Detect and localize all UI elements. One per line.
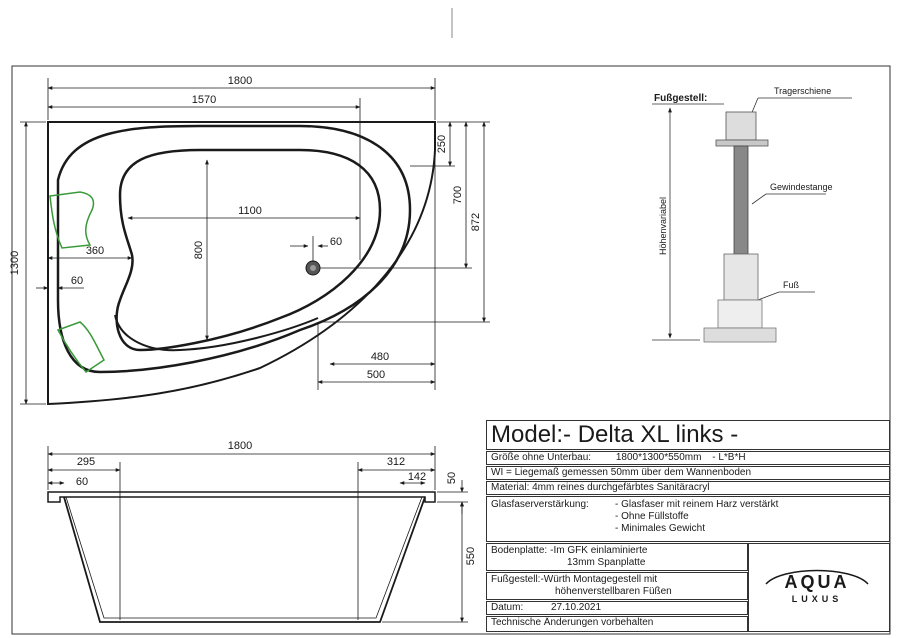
glass-line-2: - Ohne Füllstoffe bbox=[615, 511, 689, 522]
glass-line-1: - Glasfaser mit reinem Harz verstärkt bbox=[615, 499, 779, 510]
side-view-dimensions bbox=[47, 446, 468, 623]
side-view bbox=[47, 491, 436, 623]
title-bottom-row: Bodenplatte:-Im GFK einlaminierte 13mm S… bbox=[486, 543, 748, 571]
dim-700: 700 bbox=[452, 186, 464, 204]
side-dim-total: 1800 bbox=[228, 440, 252, 452]
side-body-outer bbox=[63, 496, 426, 623]
dim-360: 360 bbox=[86, 245, 104, 257]
frame-rod-label: Gewindestange bbox=[770, 182, 833, 192]
title-model-row: Model:- Delta XL links - bbox=[486, 420, 890, 450]
frame-height-variable: Höhenvariabel bbox=[658, 197, 668, 255]
title-date-row: Datum: 27.10.2021 bbox=[486, 601, 748, 615]
side-dim-142: 142 bbox=[408, 471, 426, 483]
glass-label: Glasfaserverstärkung: bbox=[491, 499, 589, 510]
wi-text: WI = Liegemaß gemessen 50mm über dem Wan… bbox=[491, 467, 752, 478]
side-rim bbox=[47, 491, 436, 503]
dim-height: 1300 bbox=[9, 251, 21, 275]
dim-total-width: 1800 bbox=[228, 75, 252, 87]
frame-foot-label: Fuß bbox=[783, 280, 800, 290]
side-body-inner bbox=[65, 496, 423, 619]
size-label: Größe ohne Unterbau: bbox=[491, 452, 592, 463]
drawing-frame bbox=[11, 65, 891, 635]
material-text: Material: 4mm reines durchgefärbtes Sani… bbox=[491, 482, 710, 493]
frame-foot-base bbox=[703, 327, 777, 343]
brand-logo: AQUA LUXUS bbox=[765, 569, 869, 604]
glass-line-3: - Minimales Gewicht bbox=[615, 523, 706, 534]
frame-label: Fußgestell: bbox=[491, 574, 541, 585]
top-view-dim-labels: 1800 1570 1300 250 700 872 1100 800 360 … bbox=[9, 75, 482, 381]
date-value: 27.10.2021 bbox=[551, 602, 602, 613]
frame-foot-upper bbox=[723, 253, 759, 301]
tub-outline bbox=[47, 121, 436, 406]
size-unit: - L*B*H bbox=[712, 452, 746, 463]
logo-main-text: AQUA bbox=[785, 572, 850, 592]
dim-480: 480 bbox=[371, 351, 389, 363]
dim-left-60: 60 bbox=[71, 275, 83, 287]
title-changes-row: Technische Änderungen vorbehalten bbox=[486, 616, 748, 632]
frame-rail-label: Tragerschiene bbox=[774, 86, 831, 96]
frame-foot-lower bbox=[717, 299, 763, 329]
logo-cell bbox=[748, 543, 890, 632]
side-dim-left-60: 60 bbox=[76, 476, 88, 488]
title-wi-row: WI = Liegemaß gemessen 50mm über dem Wan… bbox=[486, 466, 890, 480]
bottom-label: Bodenplatte: bbox=[491, 545, 548, 556]
frame-detail: Fußgestell: Tragerschiene Gewindestange … bbox=[652, 86, 852, 343]
side-dim-50: 50 bbox=[446, 472, 458, 484]
frame-rail-plate bbox=[715, 139, 769, 147]
basin-inner-line bbox=[114, 314, 319, 352]
dim-250: 250 bbox=[436, 135, 448, 153]
dim-500: 500 bbox=[367, 369, 385, 381]
title-frame-row: Fußgestell:-Würth Montagegestell mit höh… bbox=[486, 572, 748, 600]
date-label: Datum: bbox=[491, 602, 524, 613]
tub-rim-inner bbox=[56, 124, 412, 374]
changes-text: Technische Änderungen vorbehalten bbox=[491, 617, 654, 628]
frame-line-1: -Würth Montagegestell mit bbox=[540, 574, 658, 585]
top-view-dimensions bbox=[20, 78, 490, 405]
model-title: Model:- Delta XL links - bbox=[491, 421, 739, 448]
side-view-dim-labels: 1800 295 312 60 142 50 550 bbox=[76, 440, 477, 565]
frame-line-2: höhenverstellbaren Füßen bbox=[555, 586, 672, 597]
bottom-line-1: -Im GFK einlaminierte bbox=[550, 545, 648, 556]
frame-rail-block bbox=[725, 111, 757, 141]
title-size-row: Größe ohne Unterbau: 1800*1300*550mm - L… bbox=[486, 451, 890, 465]
size-value: 1800*1300*550mm bbox=[615, 452, 702, 463]
dim-1100: 1100 bbox=[238, 205, 262, 217]
drain-inner bbox=[310, 265, 316, 271]
title-glass-row: Glasfaserverstärkung: - Glasfaser mit rei… bbox=[486, 496, 890, 542]
title-material-row: Material: 4mm reines durchgefärbtes Sani… bbox=[486, 481, 890, 495]
headrest-lower bbox=[56, 321, 105, 373]
dim-drain-60: 60 bbox=[330, 236, 342, 248]
logo-sub-text: LUXUS bbox=[792, 594, 843, 604]
headrest-upper bbox=[49, 191, 95, 249]
side-dim-312: 312 bbox=[387, 456, 405, 468]
dim-872: 872 bbox=[470, 213, 482, 231]
frame-threaded-rod bbox=[733, 145, 749, 255]
basin-outline bbox=[115, 148, 382, 352]
top-view bbox=[47, 121, 436, 406]
side-dim-550: 550 bbox=[465, 547, 477, 565]
frame-title: Fußgestell: bbox=[654, 93, 707, 104]
dim-800: 800 bbox=[193, 241, 205, 259]
bottom-line-2: 13mm Spanplatte bbox=[567, 557, 646, 568]
dim-1570: 1570 bbox=[192, 94, 216, 106]
side-dim-295: 295 bbox=[77, 456, 95, 468]
